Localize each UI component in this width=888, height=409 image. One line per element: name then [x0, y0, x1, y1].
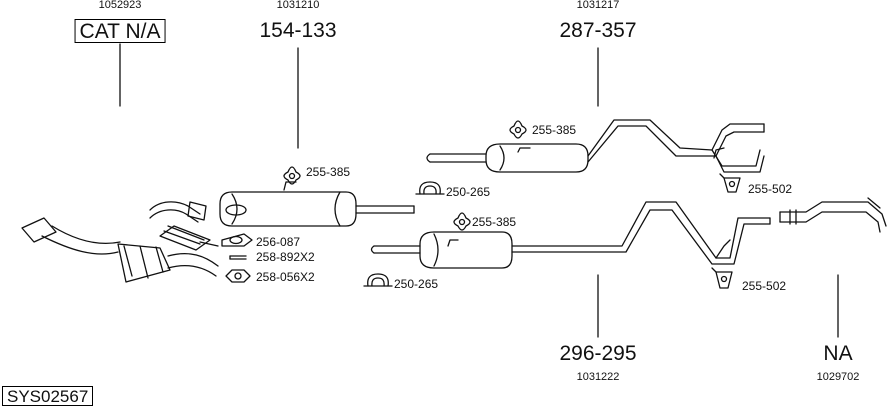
bolt-icon — [229, 255, 247, 260]
hanger-middle-label[interactable]: 255-385 — [532, 123, 577, 137]
bracket-icon — [719, 173, 741, 193]
clamp-upper-label[interactable]: 250-265 — [446, 185, 491, 199]
tailpipe-label[interactable]: NA — [823, 342, 853, 365]
tailpipe-ref-number: 1029702 — [816, 371, 860, 383]
front-silencer-ref-number: 1031210 — [276, 0, 320, 11]
hanger-front-label[interactable]: 255-385 — [306, 165, 351, 179]
front-silencer-drawing — [219, 181, 415, 227]
middle-silencer-drawing — [426, 119, 765, 173]
catalytic-converter-drawing — [21, 201, 219, 283]
rear-silencer-label[interactable]: 296-295 — [559, 342, 637, 365]
bracket-icon — [711, 267, 733, 289]
bracket-lower-label[interactable]: 255-502 — [742, 279, 787, 293]
cat-ref-number: 1052923 — [98, 0, 142, 11]
rear-silencer-ref-number: 1031222 — [576, 371, 620, 383]
pipe-clamp-icon — [415, 181, 445, 195]
cat-label[interactable]: CAT N/A — [74, 19, 166, 43]
middle-silencer-ref-number: 1031217 — [576, 0, 620, 11]
clamp-lower-label[interactable]: 250-265 — [394, 277, 439, 291]
middle-silencer-label[interactable]: 287-357 — [559, 19, 637, 42]
hanger-rear-label[interactable]: 255-385 — [472, 215, 517, 229]
front-silencer-label[interactable]: 154-133 — [259, 19, 337, 42]
bracket-upper-label[interactable]: 255-502 — [748, 182, 793, 196]
gasket-label[interactable]: 256-087 — [256, 235, 301, 249]
rubber-hanger-icon — [283, 166, 301, 185]
rubber-hanger-icon — [453, 212, 471, 231]
bolt-label[interactable]: 258-892X2 — [256, 250, 315, 264]
rear-silencer-drawing — [370, 201, 771, 269]
system-id-label: SYS02567 — [2, 386, 94, 406]
nut-icon — [225, 269, 251, 283]
pipe-clamp-icon — [363, 273, 393, 287]
nut-label[interactable]: 258-056X2 — [256, 270, 315, 284]
rubber-hanger-icon — [509, 120, 527, 139]
gasket-icon — [221, 233, 253, 247]
tailpipe-drawing — [779, 197, 887, 233]
